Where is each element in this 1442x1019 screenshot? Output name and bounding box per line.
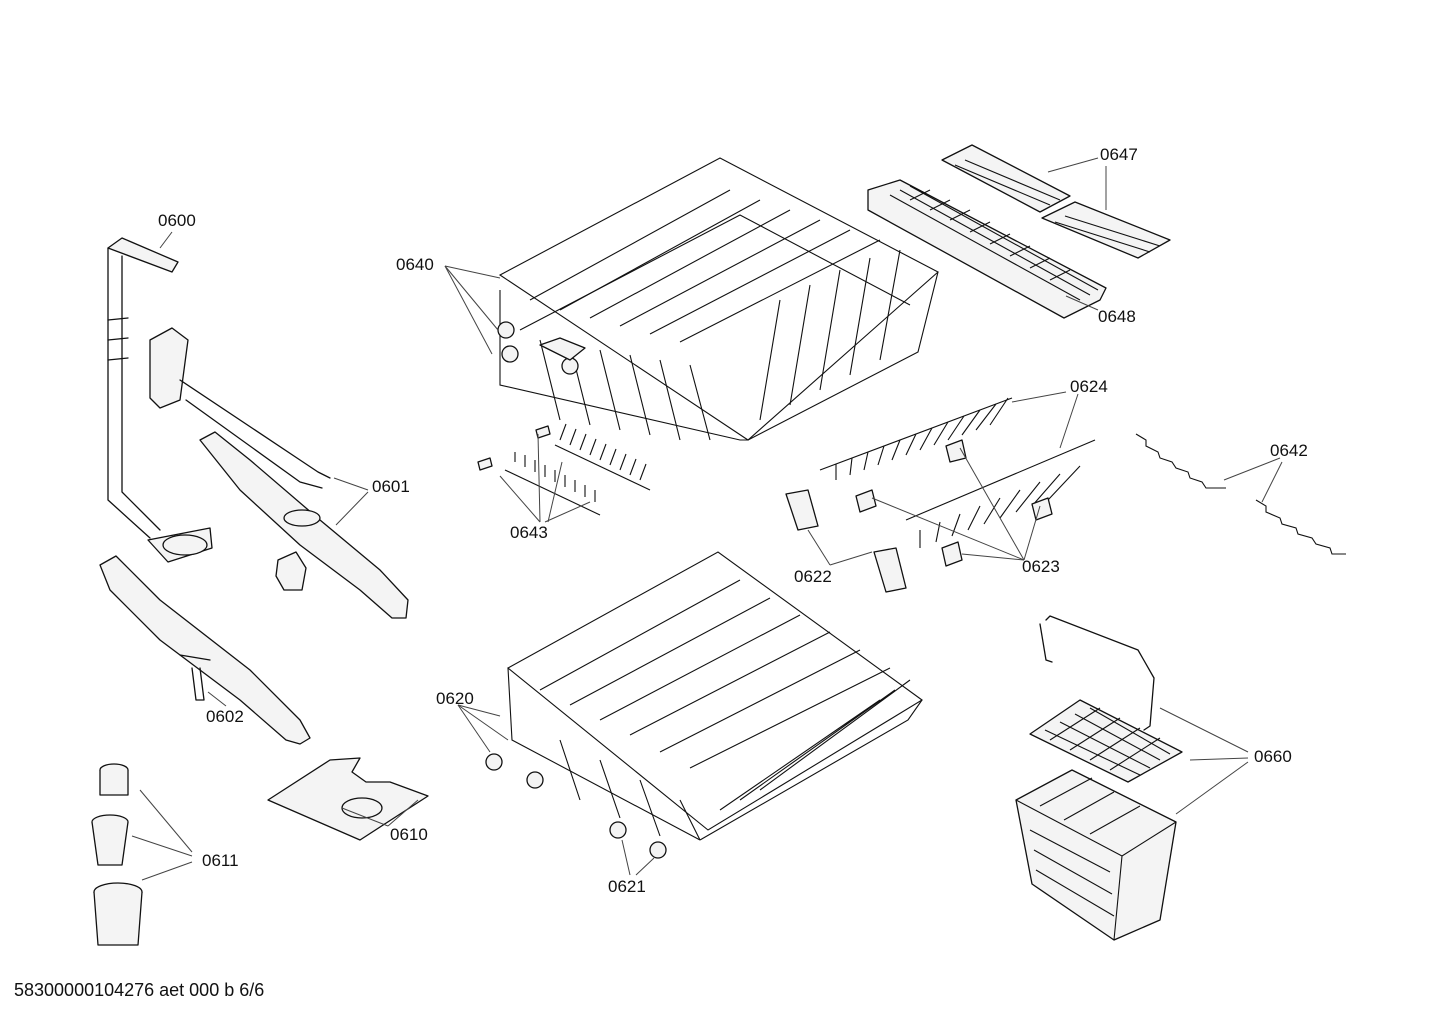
tine-rows-0643 xyxy=(477,423,651,516)
lower-spray-arm-0602 xyxy=(99,555,311,745)
callout-0611: 0611 xyxy=(202,851,239,870)
lower-basket-0620 xyxy=(485,551,923,841)
callout-0624: 0624 xyxy=(1070,377,1108,396)
upper-basket-0640 xyxy=(497,157,939,441)
rollers-0621 xyxy=(609,821,667,859)
callout-0621: 0621 xyxy=(608,877,646,896)
callout-0620: 0620 xyxy=(436,689,474,708)
leader-lines xyxy=(131,157,1283,881)
callout-0602: 0602 xyxy=(206,707,244,726)
callout-0601: 0601 xyxy=(372,477,410,496)
callout-0622: 0622 xyxy=(794,567,832,586)
cup-shelf-racks-0642 xyxy=(1135,433,1346,555)
cutlery-tray-covers-0647 xyxy=(941,144,1171,259)
sieve-plate-0610 xyxy=(267,757,429,841)
callout-0648: 0648 xyxy=(1098,307,1136,326)
filter-set-0611 xyxy=(91,763,143,946)
supply-pipe-0600 xyxy=(107,237,213,563)
document-code: 58300000104276 aet 000 b 6/6 xyxy=(14,980,265,1000)
callout-labels: 0600 0601 0602 0610 0611 0620 0621 0622 … xyxy=(158,145,1308,896)
callout-0600: 0600 xyxy=(158,211,196,230)
cutlery-basket-0660 xyxy=(1015,615,1183,941)
clips-0623 xyxy=(855,439,1053,567)
callout-0640: 0640 xyxy=(396,255,434,274)
tine-rows-0624 xyxy=(819,397,1096,548)
callout-0643: 0643 xyxy=(510,523,548,542)
callout-0660: 0660 xyxy=(1254,747,1292,766)
callout-0623: 0623 xyxy=(1022,557,1060,576)
cutlery-tray-0648 xyxy=(867,179,1107,319)
upper-spray-arm-0601 xyxy=(149,327,409,619)
callout-0610: 0610 xyxy=(390,825,428,844)
callout-0647: 0647 xyxy=(1100,145,1138,164)
holders-0622 xyxy=(785,489,907,593)
callout-0642: 0642 xyxy=(1270,441,1308,460)
